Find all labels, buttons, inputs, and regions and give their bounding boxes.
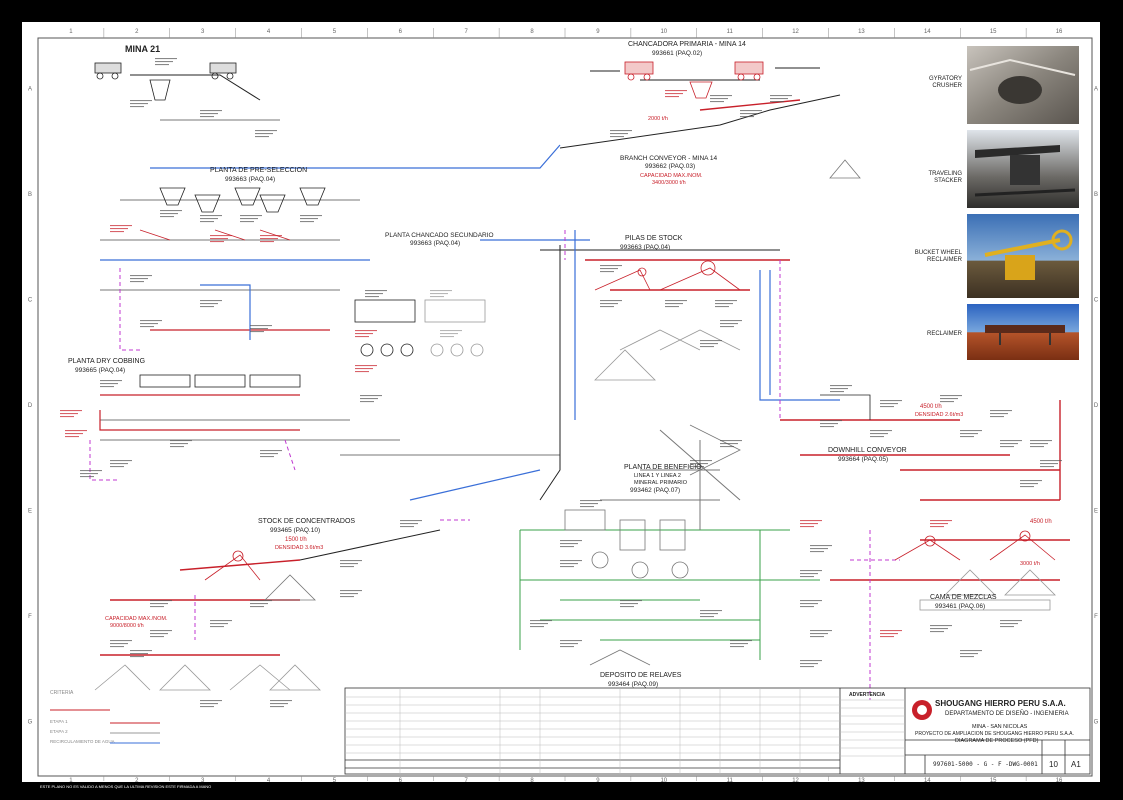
capacidad-left-label: CAPACIDAD MAX./NOM. (105, 616, 168, 622)
photo-bucket-wheel-reclaimer (967, 214, 1079, 298)
grid-column-label: 12 (792, 29, 799, 35)
downhill-rate: 4500 t/h (920, 404, 942, 410)
concentrados-rate: 1500 t/h (285, 537, 307, 543)
capacidad-left-value: 9000/8000 t/h (110, 623, 144, 629)
photo-label-4a: RECLAIMER (927, 331, 963, 337)
concentrados-density: DENSIDAD 3.6t/m3 (275, 545, 323, 551)
area-title-downhill: DOWNHILL CONVEYOR (828, 447, 907, 454)
grid-row-label: A (1094, 87, 1098, 93)
photo-label-1b: CRUSHER (932, 83, 962, 89)
area-title-cobbing: PLANTA DRY COBBING (68, 358, 145, 365)
grid-row-label: D (28, 403, 33, 409)
photo-reclaimer (967, 304, 1079, 360)
legend-title: CRITERIA (50, 690, 74, 696)
grid-column-label: 14 (924, 29, 931, 35)
branch-capacity-value: 3400/3000 t/h (652, 180, 686, 186)
company-logo (912, 700, 932, 720)
grid-row-label: F (1094, 614, 1098, 620)
area-title-mezclas: CAMA DE MEZCLAS (930, 594, 997, 601)
area-code-pilas: 993663 (PAQ.04) (620, 244, 670, 251)
grid-row-label: B (28, 192, 32, 198)
photo-label-3a: BUCKET WHEEL (915, 250, 963, 256)
grid-column-label: 13 (858, 29, 865, 35)
area-title-chancadora: CHANCADORA PRIMARIA - MINA 14 (628, 41, 746, 48)
grid-column-label: 15 (990, 778, 997, 784)
area-code-chancado: 993663 (PAQ.04) (410, 240, 460, 247)
grid-row-label: C (1094, 298, 1099, 304)
mezclas-rate: 4500 t/h (1030, 519, 1052, 525)
company-name: SHOUGANG HIERRO PERU S.A.A. (935, 699, 1066, 708)
area-subtitle-beneficio-1: LINEA 1 Y LINEA 2 (634, 473, 681, 479)
equipment-photos (967, 46, 1079, 360)
grid-column-label: 15 (990, 29, 997, 35)
area-code-mezclas: 993461 (PAQ.06) (935, 603, 985, 610)
legend-item-2: ETAPA 2 (50, 729, 68, 734)
area-code-concentrados: 993465 (PAQ.10) (270, 527, 320, 534)
area-title-concentrados: STOCK DE CONCENTRADOS (258, 518, 355, 525)
area-code-preseleccion: 993663 (PAQ.04) (225, 176, 275, 183)
area-title-mina21: MINA 21 (125, 44, 160, 54)
area-title-pilas: PILAS DE STOCK (625, 235, 683, 242)
grid-column-label: 16 (1056, 778, 1063, 784)
area-title-chancado: PLANTA CHANCADO SECUNDARIO (385, 232, 494, 239)
photo-label-2a: TRAVELING (928, 171, 962, 177)
legend-item-1: ETAPA 1 (50, 719, 68, 724)
photo-label-3b: RECLAIMER (927, 257, 963, 263)
grid-row-label: E (1094, 508, 1098, 514)
area-subtitle-beneficio-2: MINERAL PRIMARIO (634, 480, 688, 486)
site-name: MINA - SAN NICOLAS (972, 724, 1028, 730)
area-code-downhill: 993664 (PAQ.05) (838, 456, 888, 463)
grid-column-label: 10 (660, 778, 667, 784)
area-title-beneficio: PLANTA DE BENEFICIO (624, 464, 702, 471)
area-title-branch: BRANCH CONVEYOR - MINA 14 (620, 155, 718, 162)
grid-row-label: C (28, 298, 33, 304)
revision-number: 10 (1049, 760, 1058, 769)
grid-row-label: G (28, 719, 33, 725)
grid-column-label: 12 (792, 778, 799, 784)
area-title-relaves: DEPOSITO DE RELAVES (600, 672, 682, 679)
grid-row-label: F (28, 614, 32, 620)
grid-row-label: A (28, 87, 32, 93)
area-code-chancadora: 993661 (PAQ.02) (652, 50, 702, 57)
grid-column-label: 10 (660, 29, 667, 35)
area-code-branch: 993662 (PAQ.03) (645, 163, 695, 170)
chancadora-rate: 2000 t/h (648, 116, 668, 122)
photo-traveling-stacker (967, 130, 1079, 208)
area-title-preseleccion: PLANTA DE PRE-SELECCION (210, 167, 307, 174)
branch-capacity-label: CAPACIDAD MAX./NOM. (640, 173, 703, 179)
grid-column-label: 14 (924, 778, 931, 784)
area-code-beneficio: 993462 (PAQ.07) (630, 487, 680, 494)
drawing-number: 997601-5000 - G - F -DWG-0001 (933, 761, 1038, 768)
advertencia-label: ADVERTENCIA (849, 692, 886, 698)
grid-column-label: 11 (727, 29, 734, 35)
drawing-title: DIAGRAMA DE PROCESO (PFD) (955, 738, 1039, 744)
grid-row-label: D (1094, 403, 1099, 409)
department-name: DEPARTAMENTO DE DISEÑO - INGENIERIA (945, 710, 1069, 717)
photo-label-2b: STACKER (934, 178, 963, 184)
sheet-format: A1 (1071, 760, 1081, 769)
downhill-density: DENSIDAD 2.6t/m3 (915, 412, 963, 418)
area-code-cobbing: 993665 (PAQ.04) (75, 367, 125, 374)
legend-item-3: RECIRCULAMIENTO DE AGUA (50, 739, 115, 744)
area-code-relaves: 993464 (PAQ.09) (608, 681, 658, 688)
grid-row-label: B (1094, 192, 1098, 198)
grid-row-label: G (1094, 719, 1099, 725)
grid-column-label: 11 (727, 778, 734, 784)
photo-gyratory-crusher (967, 46, 1079, 124)
footer-note: ESTE PLANO NO ES VALIDO A MENOS QUE LA U… (40, 784, 211, 789)
grid-column-label: 13 (858, 778, 865, 784)
mezclas-rate-2: 3000 t/h (1020, 561, 1040, 567)
project-name: PROYECTO DE AMPLIACION DE SHOUGANG HIERR… (915, 731, 1074, 737)
photo-label-1a: GYRATORY (929, 76, 962, 82)
drawing-sheet (22, 22, 1100, 782)
grid-column-label: 16 (1056, 29, 1063, 35)
grid-row-label: E (28, 508, 32, 514)
